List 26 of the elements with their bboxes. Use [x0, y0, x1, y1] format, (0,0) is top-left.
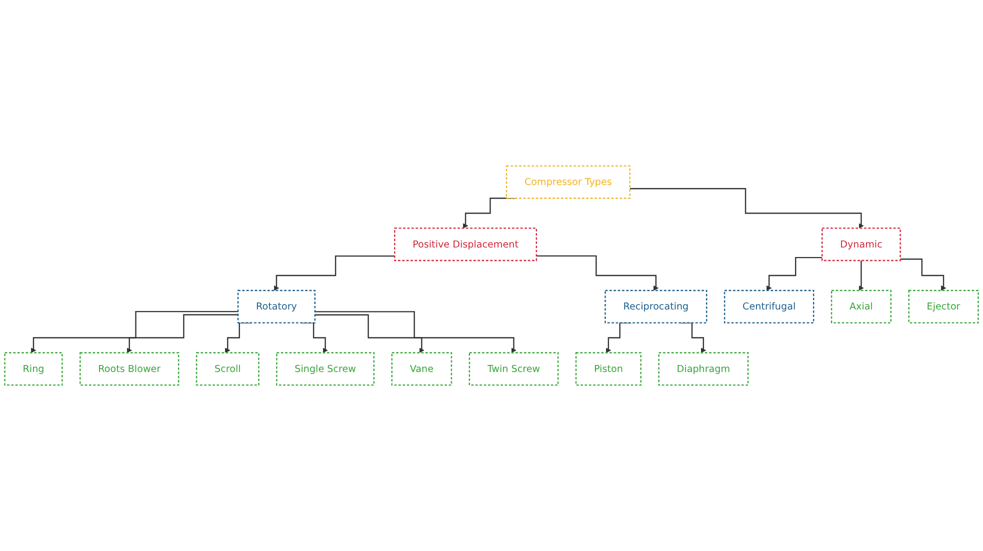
node-box: Compressor Types	[506, 165, 630, 199]
node-box: Centrifugal	[724, 290, 814, 324]
node-box: Positive Displacement	[394, 228, 538, 262]
node-box: Reciprocating	[604, 290, 708, 324]
node-box: Axial	[830, 290, 892, 324]
arrow	[274, 255, 395, 291]
arrow	[630, 188, 864, 228]
node-box: Ring	[4, 352, 63, 386]
node-box: Ejector	[908, 290, 979, 324]
arrow	[900, 258, 946, 291]
arrow	[858, 260, 864, 291]
node-box: Dynamic	[822, 228, 901, 262]
arrow	[314, 311, 516, 353]
node-box: Piston	[575, 352, 642, 386]
arrow	[766, 256, 822, 291]
node-box: Rotatory	[237, 290, 316, 324]
node-box: Roots Blower	[80, 352, 180, 386]
arrow	[30, 310, 238, 353]
node-box: Vane	[391, 352, 452, 386]
node-box: Scroll	[196, 352, 260, 386]
arrow	[126, 314, 238, 353]
arrow	[314, 314, 424, 353]
arrow	[536, 255, 659, 291]
node-box: Single Screw	[276, 352, 375, 386]
node-box: Diaphragm	[658, 352, 749, 386]
node-box: Twin Screw	[468, 352, 559, 386]
